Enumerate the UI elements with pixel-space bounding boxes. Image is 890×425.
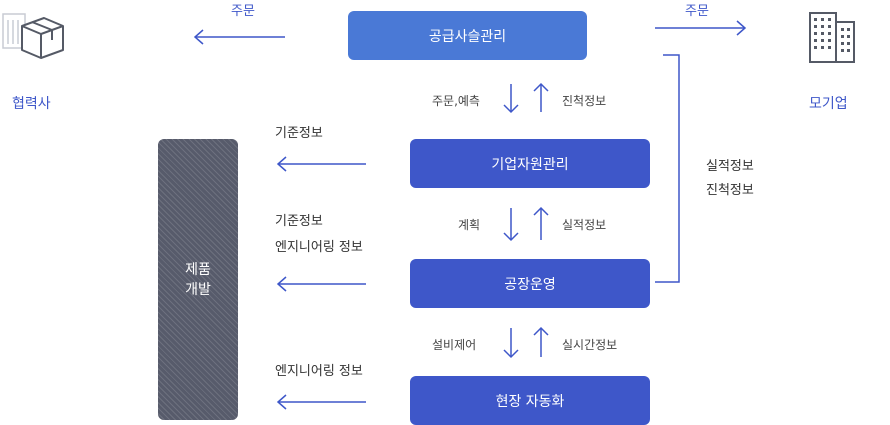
- product-label-line1: 제품: [185, 261, 211, 278]
- left-label-erp: 기준정보: [275, 126, 323, 141]
- order-label-left: 주문: [231, 4, 255, 19]
- office-building-icon: [809, 12, 855, 63]
- product-development-block: 제품 개발: [158, 139, 238, 420]
- product-label-line2: 개발: [185, 281, 211, 298]
- order-label-right: 주문: [685, 4, 709, 19]
- field-box-label: 현장 자동화: [495, 393, 565, 410]
- side-label-results: 실적정보: [706, 159, 754, 174]
- field-box: 현장 자동화: [410, 376, 650, 425]
- erp-box: 기업자원관리: [410, 139, 650, 188]
- factory-box: 공장운영: [410, 259, 650, 308]
- parent-label: 모기업: [809, 96, 848, 112]
- scm-box: 공급사슬관리: [348, 11, 587, 60]
- between-label-order-forecast: 주문,예측: [432, 94, 480, 108]
- between-label-realtime: 실시간정보: [562, 338, 618, 352]
- side-bracket-line: [655, 54, 680, 283]
- between-label-progress: 진척정보: [562, 94, 607, 108]
- left-label-factory-1: 기준정보: [275, 214, 323, 229]
- scm-box-label: 공급사슬관리: [428, 28, 507, 45]
- between-label-plan: 계획: [458, 218, 481, 232]
- between-label-equipment-control: 설비제어: [432, 338, 477, 352]
- side-label-progress: 진척정보: [706, 183, 754, 198]
- between-label-results: 실적정보: [562, 218, 607, 232]
- box-building-icon: [2, 13, 64, 59]
- partner-label: 협력사: [12, 96, 51, 112]
- erp-box-label: 기업자원관리: [491, 156, 569, 173]
- left-label-factory-2: 엔지니어링 정보: [275, 240, 363, 255]
- left-label-field: 엔지니어링 정보: [275, 364, 363, 379]
- factory-box-label: 공장운영: [504, 276, 556, 293]
